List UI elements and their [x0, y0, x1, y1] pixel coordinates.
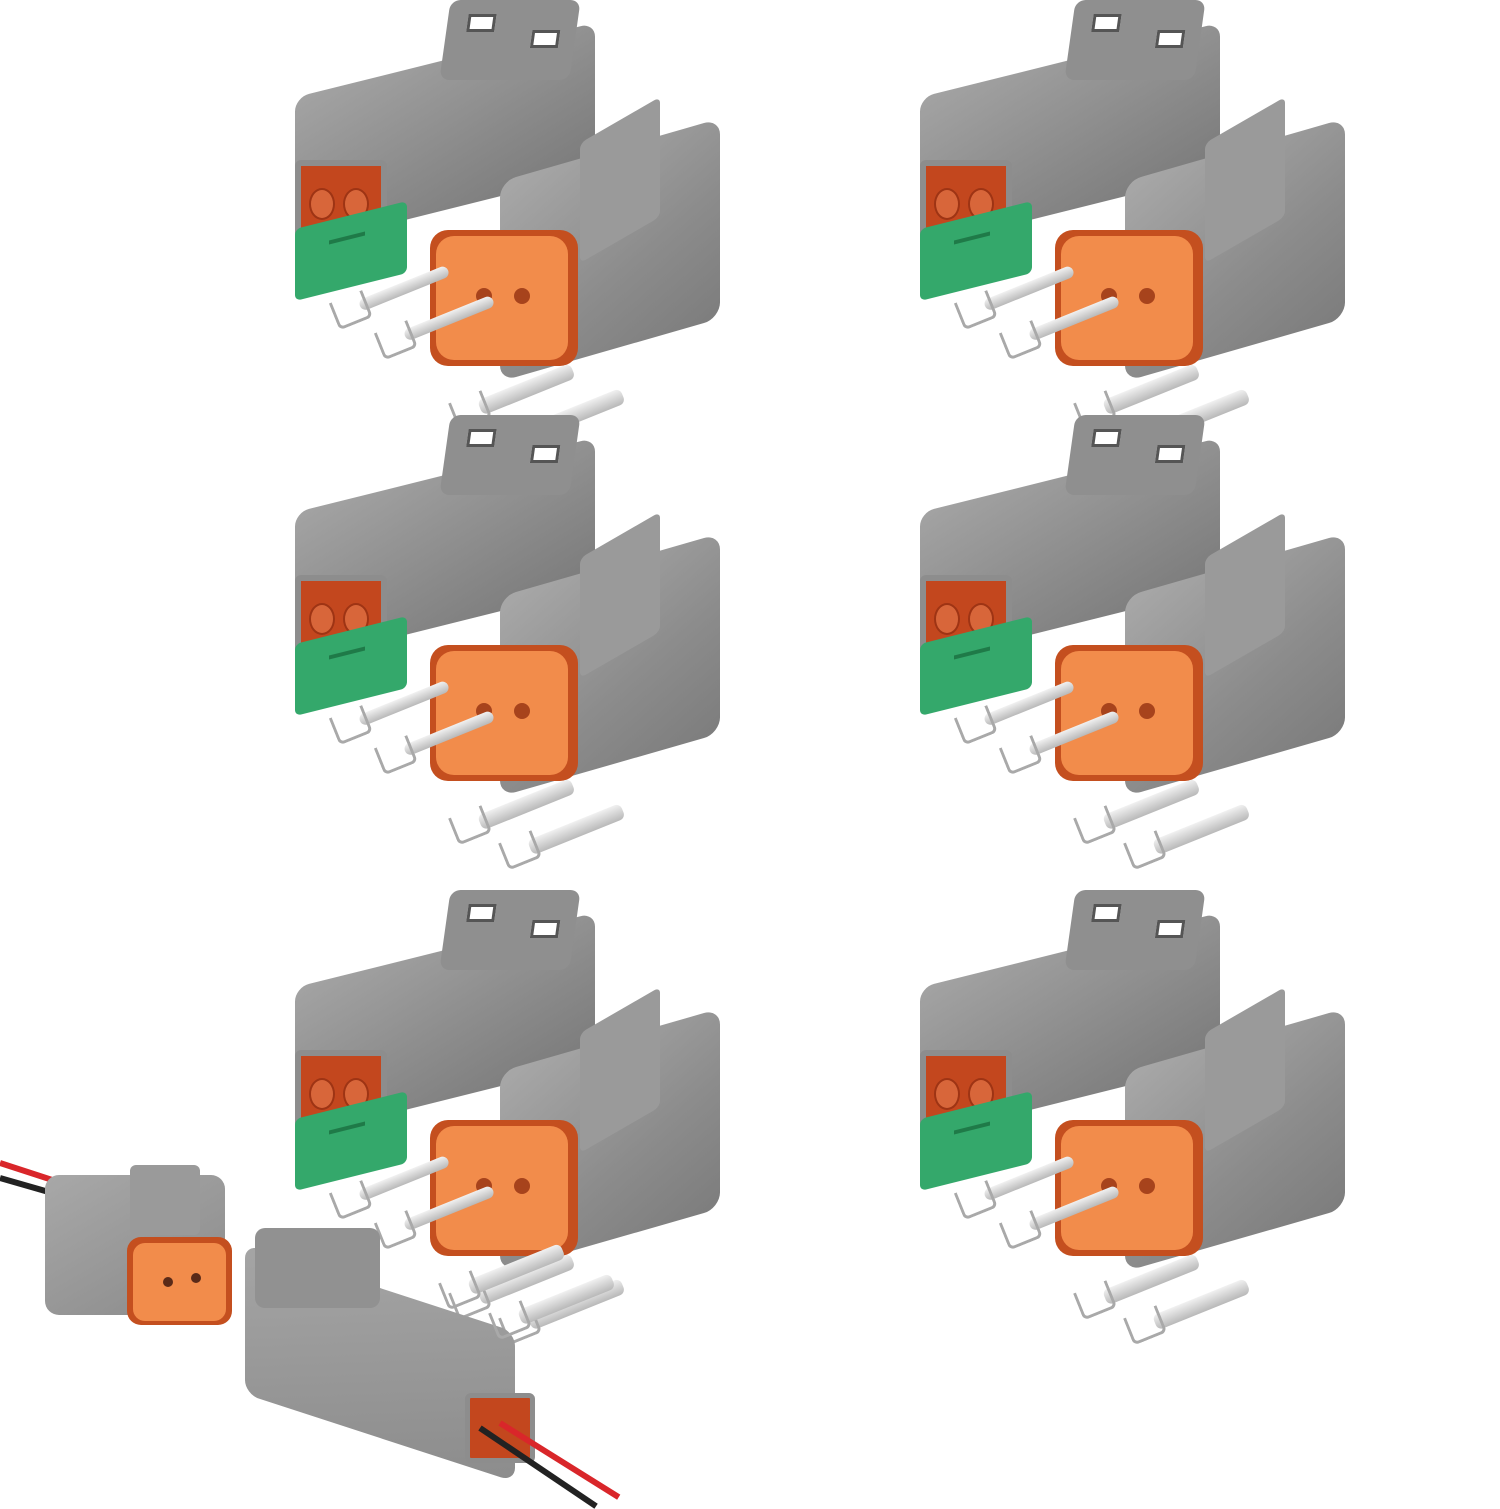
socket-terminal: [527, 803, 626, 856]
female-plug: [1055, 511, 1355, 797]
connector-kit-5: [150, 890, 750, 1331]
female-plug: [430, 511, 730, 797]
lock-tab: [1064, 890, 1206, 970]
connector-kit-1: [150, 0, 750, 441]
lock-tab: [439, 890, 581, 970]
lock-tab: [439, 0, 581, 80]
connector-kit-3: [150, 415, 750, 856]
wired-female-plug: [45, 1165, 235, 1325]
female-plug: [1055, 96, 1355, 382]
female-plug: [430, 96, 730, 382]
socket-terminal: [1152, 803, 1251, 856]
seal-face: [1061, 1126, 1193, 1250]
male-receptacle: [920, 0, 1230, 250]
connector-kit-4: [775, 415, 1375, 856]
seal-face: [436, 651, 568, 775]
seal-face: [436, 236, 568, 360]
lock-tab: [439, 415, 581, 495]
male-face: [920, 160, 1012, 244]
connector-kit-6: [775, 890, 1375, 1331]
female-plug: [1055, 986, 1355, 1272]
socket-terminal: [1152, 1278, 1251, 1331]
connector-kit-2: [775, 0, 1375, 441]
seal-face: [1061, 651, 1193, 775]
wired-male-receptacle: [245, 1228, 545, 1482]
seal-face: [1061, 236, 1193, 360]
seal-face: [436, 1126, 568, 1250]
lock-tab: [1064, 0, 1206, 80]
lock-tab: [1064, 415, 1206, 495]
female-plug: [430, 986, 730, 1272]
